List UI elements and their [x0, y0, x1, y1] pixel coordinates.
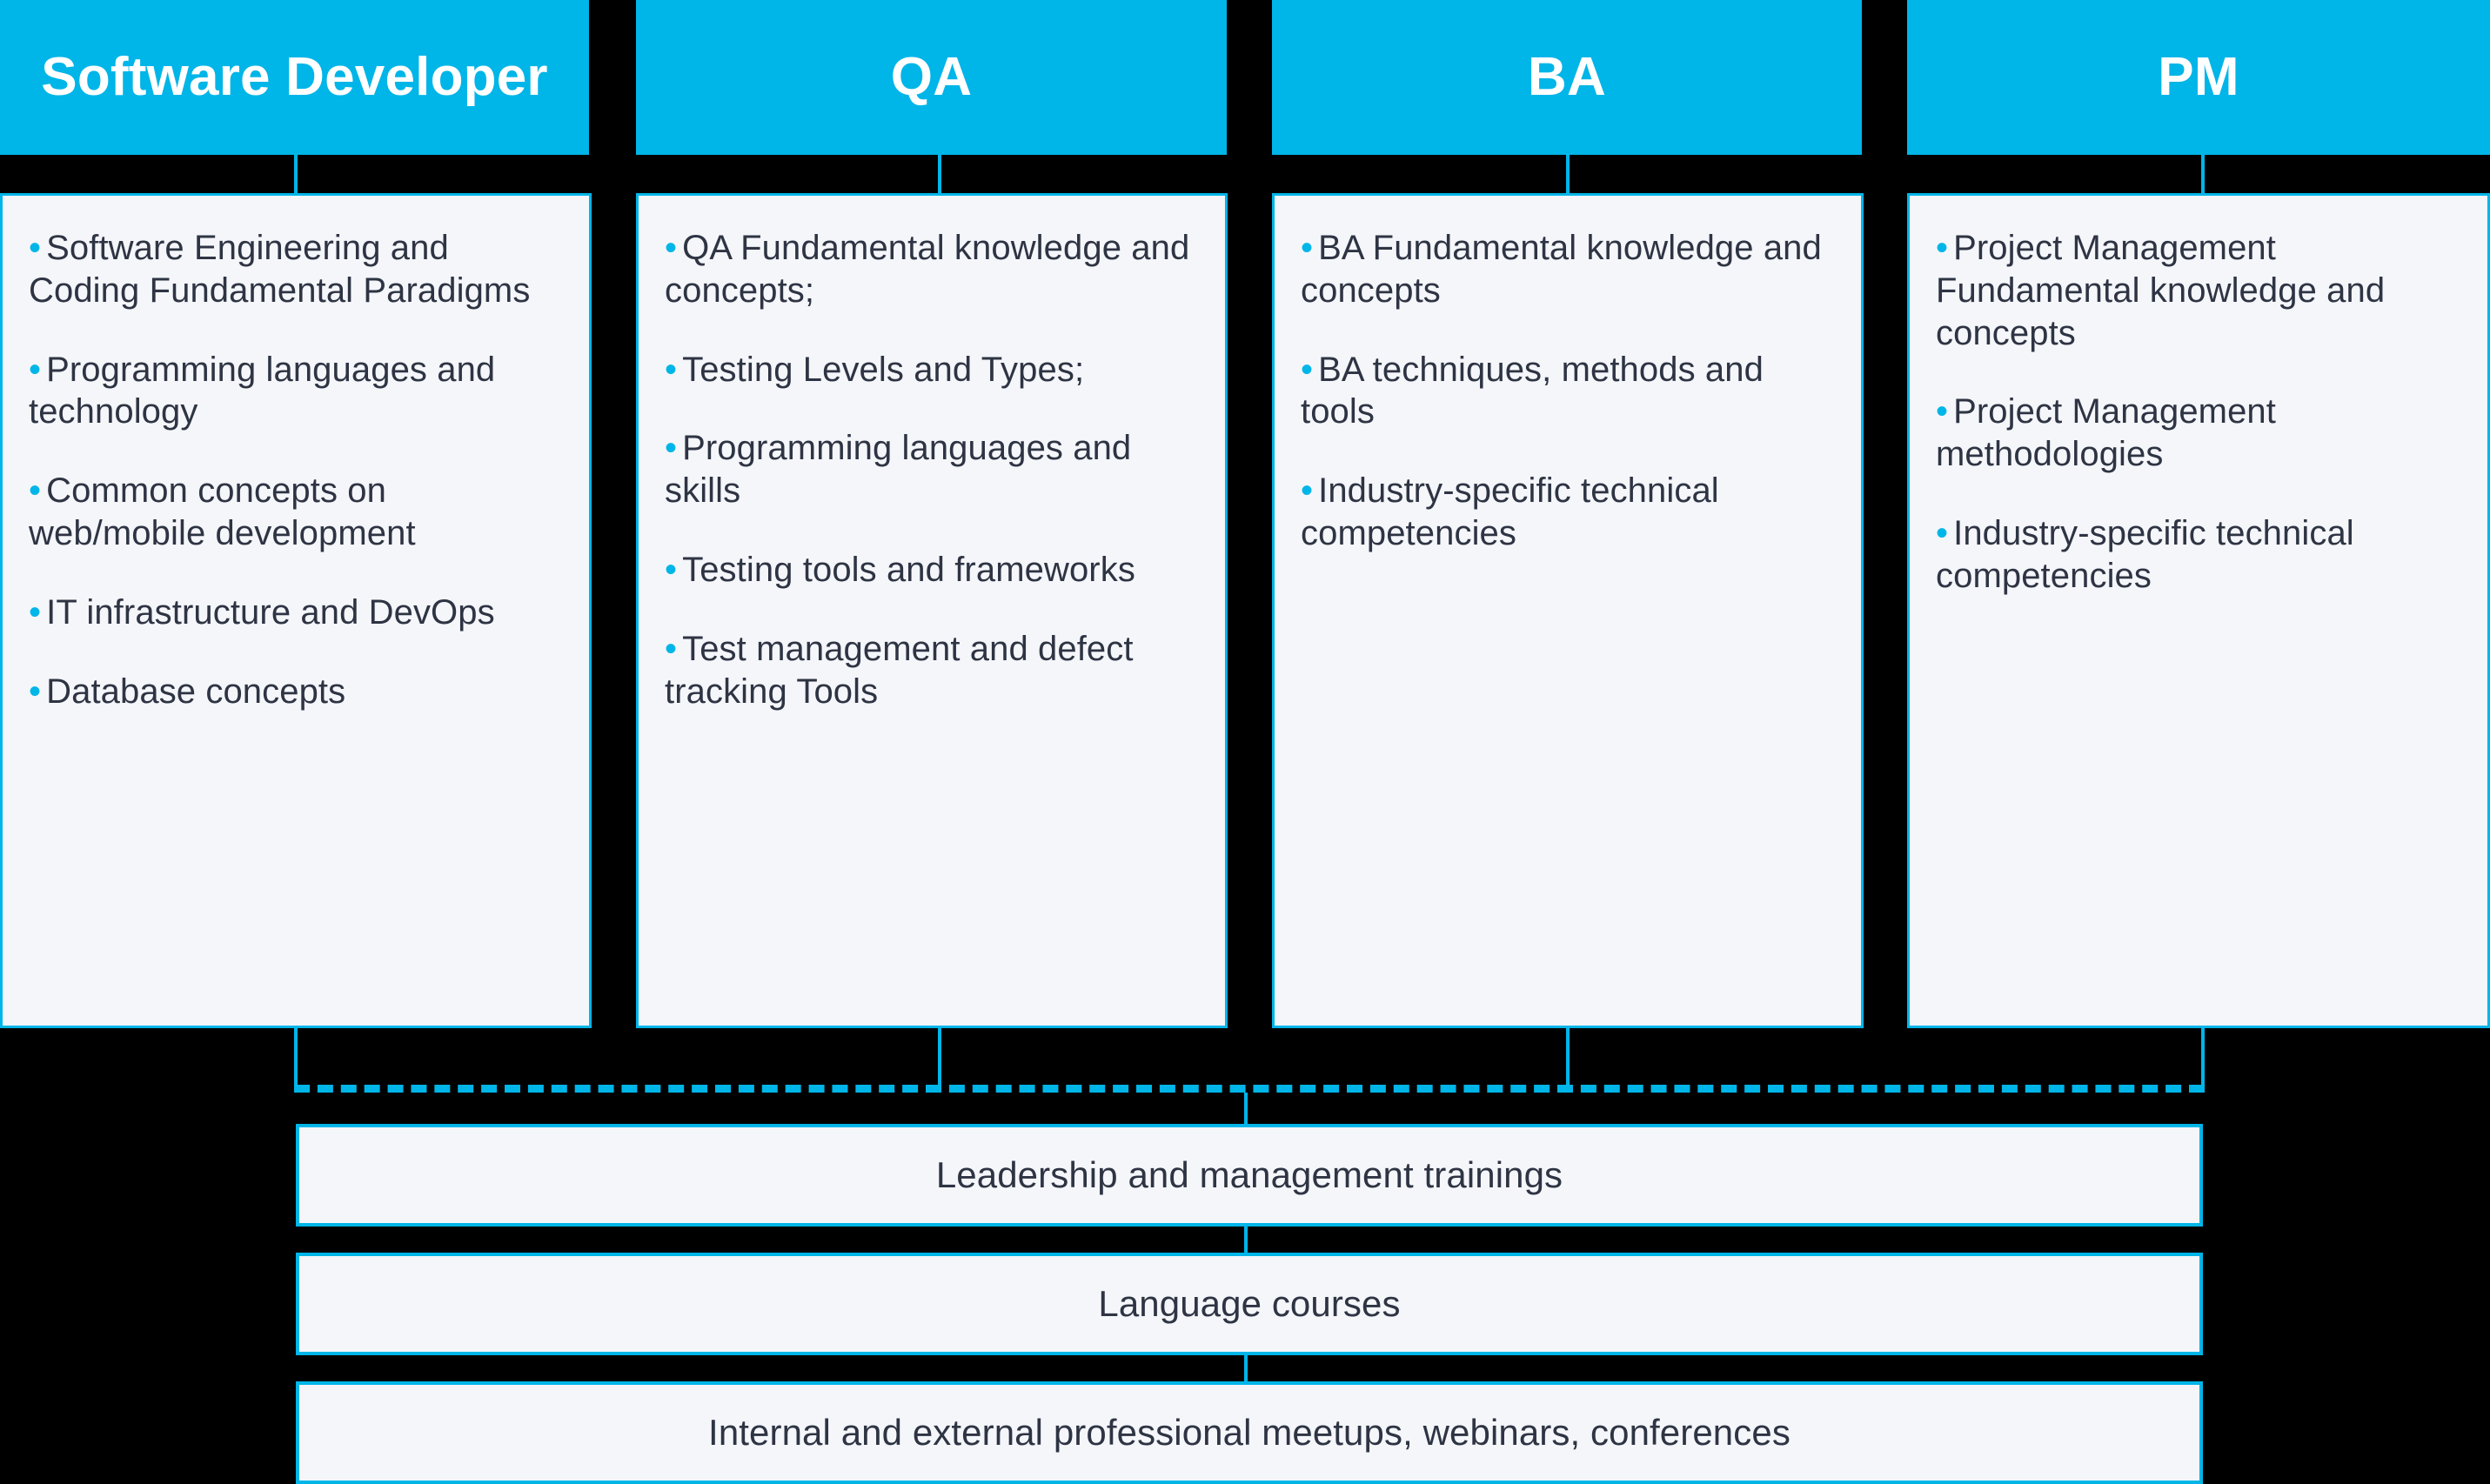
list-item: •Test management and defect tracking Too…: [665, 628, 1199, 713]
bullet-list-ba: •BA Fundamental knowledge and concepts •…: [1301, 227, 1835, 555]
shared-bus-dashed-line: [294, 1085, 2205, 1093]
bullet-dot-icon: •: [29, 229, 42, 267]
list-item-label: Project Management Fundamental knowledge…: [1936, 229, 2386, 352]
bullet-dot-icon: •: [1936, 513, 1949, 552]
shared-bar-meetups[interactable]: Internal and external professional meetu…: [296, 1381, 2203, 1484]
column-header-ba[interactable]: BA: [1272, 0, 1862, 155]
shared-bar-label: Language courses: [1098, 1283, 1401, 1324]
bullet-dot-icon: •: [29, 592, 42, 632]
connector-card-to-bus-ba: [1566, 1028, 1570, 1087]
list-item-label: BA Fundamental knowledge and concepts: [1301, 229, 1822, 310]
list-item: •Programming languages and technology: [29, 349, 563, 434]
bullet-dot-icon: •: [29, 471, 42, 511]
list-item-label: Programming languages and technology: [29, 350, 496, 431]
bullet-dot-icon: •: [665, 429, 678, 468]
shared-bar-leadership[interactable]: Leadership and management trainings: [296, 1124, 2203, 1227]
connector-header-to-card-ba: [1566, 155, 1570, 195]
connector-card-to-bus-qa: [938, 1028, 941, 1087]
list-item-label: Programming languages and skills: [665, 429, 1132, 511]
shared-bar-language[interactable]: Language courses: [296, 1253, 2203, 1355]
shared-bar-label: Internal and external professional meetu…: [708, 1412, 1791, 1453]
column-card-ba: •BA Fundamental knowledge and concepts •…: [1272, 193, 1864, 1028]
column-header-label: PM: [2158, 47, 2239, 107]
list-item-label: Testing Levels and Types;: [682, 350, 1085, 389]
column-card-pm: •Project Management Fundamental knowledg…: [1907, 193, 2490, 1028]
connector-header-to-card-software-developer: [294, 155, 298, 195]
list-item-label: BA techniques, methods and tools: [1301, 350, 1764, 431]
connector-header-to-card-qa: [938, 155, 941, 195]
list-item-label: Project Management methodologies: [1936, 392, 2276, 474]
bullet-dot-icon: •: [665, 550, 678, 589]
connector-bus-to-bar-leadership: [1244, 1093, 1248, 1126]
column-card-software-developer: •Software Engineering and Coding Fundame…: [0, 193, 592, 1028]
list-item: •Project Management methodologies: [1936, 391, 2461, 476]
connector-bar-language-to-meetups: [1244, 1355, 1248, 1390]
list-item: •Industry-specific technical competencie…: [1301, 470, 1835, 555]
bullet-dot-icon: •: [665, 350, 678, 389]
list-item: •Testing tools and frameworks: [665, 549, 1199, 592]
bullet-dot-icon: •: [29, 350, 42, 389]
column-header-software-developer[interactable]: Software Developer: [0, 0, 589, 155]
connector-card-to-bus-software-developer: [294, 1028, 298, 1087]
column-header-label: Software Developer: [41, 47, 548, 107]
bullet-dot-icon: •: [1301, 471, 1314, 511]
shared-bar-label: Leadership and management trainings: [935, 1154, 1563, 1195]
bullet-dot-icon: •: [1301, 229, 1314, 267]
bullet-dot-icon: •: [29, 672, 42, 711]
connector-card-to-bus-pm: [2201, 1028, 2205, 1087]
bullet-dot-icon: •: [1936, 229, 1949, 267]
bullet-dot-icon: •: [665, 229, 678, 267]
list-item-label: QA Fundamental knowledge and concepts;: [665, 229, 1190, 310]
list-item: •Database concepts: [29, 671, 563, 713]
connector-bar-leadership-to-language: [1244, 1227, 1248, 1261]
column-header-pm[interactable]: PM: [1907, 0, 2490, 155]
list-item-label: IT infrastructure and DevOps: [46, 592, 495, 632]
list-item: •Industry-specific technical competencie…: [1936, 512, 2461, 598]
list-item: •Programming languages and skills: [665, 427, 1199, 512]
list-item-label: Testing tools and frameworks: [682, 550, 1135, 589]
column-header-label: BA: [1528, 47, 1606, 107]
list-item-label: Industry-specific technical competencies: [1936, 513, 2354, 595]
bullet-list-qa: •QA Fundamental knowledge and concepts; …: [665, 227, 1199, 712]
list-item: •IT infrastructure and DevOps: [29, 592, 563, 634]
list-item: •Project Management Fundamental knowledg…: [1936, 227, 2461, 354]
column-header-label: QA: [890, 47, 973, 107]
list-item-label: Database concepts: [46, 672, 346, 711]
list-item: •Software Engineering and Coding Fundame…: [29, 227, 563, 312]
list-item-label: Software Engineering and Coding Fundamen…: [29, 229, 531, 310]
list-item: •QA Fundamental knowledge and concepts;: [665, 227, 1199, 312]
bullet-dot-icon: •: [1936, 392, 1949, 431]
list-item: •BA Fundamental knowledge and concepts: [1301, 227, 1835, 312]
list-item-label: Industry-specific technical competencies: [1301, 471, 1719, 552]
column-card-qa: •QA Fundamental knowledge and concepts; …: [636, 193, 1228, 1028]
list-item-label: Test management and defect tracking Tool…: [665, 629, 1134, 711]
list-item: •Testing Levels and Types;: [665, 349, 1199, 391]
column-header-qa[interactable]: QA: [636, 0, 1227, 155]
list-item-label: Common concepts on web/mobile developmen…: [29, 471, 416, 552]
connector-header-to-card-pm: [2201, 155, 2205, 195]
bullet-dot-icon: •: [1301, 350, 1314, 389]
list-item: •Common concepts on web/mobile developme…: [29, 470, 563, 555]
bullet-list-software-developer: •Software Engineering and Coding Fundame…: [29, 227, 563, 712]
bullet-list-pm: •Project Management Fundamental knowledg…: [1936, 227, 2461, 598]
list-item: •BA techniques, methods and tools: [1301, 349, 1835, 434]
bullet-dot-icon: •: [665, 629, 678, 668]
